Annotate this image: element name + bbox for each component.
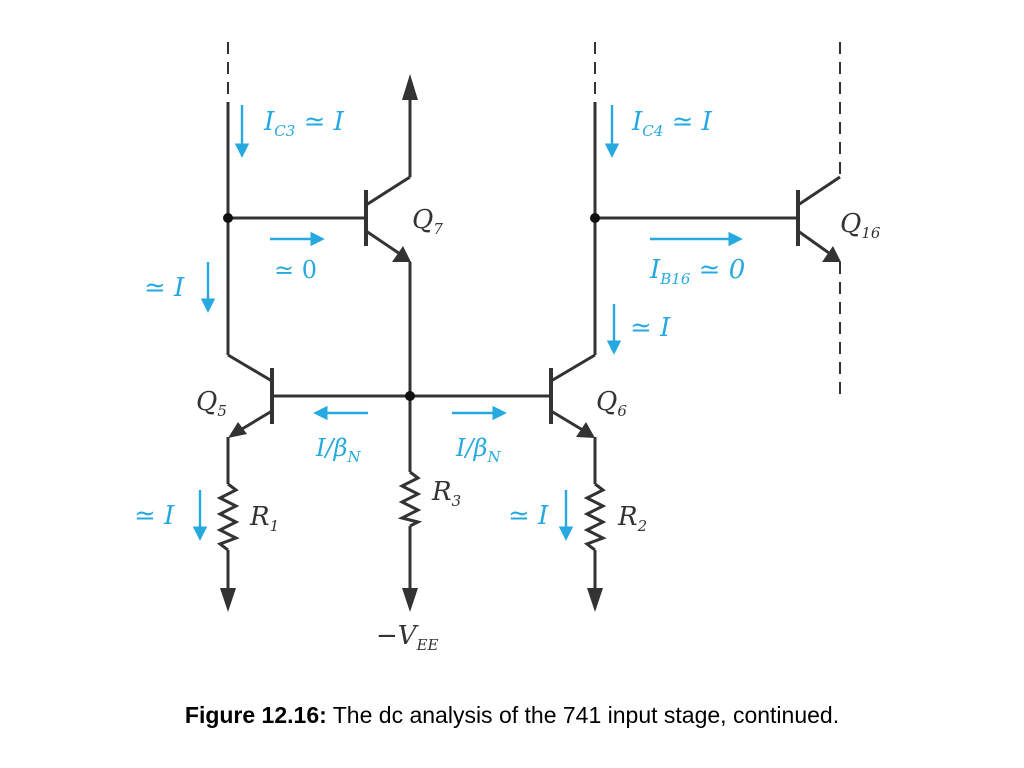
q6-current-label: ≃ I: [630, 313, 671, 343]
resistor-r2: [583, 482, 607, 552]
q6-base-current-label: I/βN: [455, 434, 501, 466]
figure-caption: Figure 12.16: The dc analysis of the 741…: [0, 702, 1024, 729]
negative-supply-label: −VEE: [376, 621, 439, 654]
r1-down-arrow: [220, 588, 236, 612]
circuit-diagram: IC3 ≃ I IC4 ≃ I ≃ 0 IB16 ≃ 0 ≃ I ≃ I I/β…: [134, 42, 881, 654]
r1-label: R1: [249, 502, 279, 535]
q6-label: Q6: [596, 387, 627, 420]
r3-down-arrow: [402, 588, 418, 612]
q7-base-current-label: ≃ 0: [274, 256, 317, 284]
r3-label: R3: [431, 477, 461, 510]
r1-current-label: ≃ I: [134, 501, 175, 531]
node-center: [405, 391, 415, 401]
q5-base-current-label: I/βN: [315, 434, 361, 466]
r2-down-arrow: [587, 588, 603, 612]
left-current-label: ≃ I: [144, 273, 185, 303]
r2-current-label: ≃ I: [508, 501, 549, 531]
ib16-label: IB16 ≃ 0: [649, 255, 745, 288]
r2-label: R2: [617, 502, 647, 535]
caption-text: The dc analysis of the 741 input stage, …: [326, 702, 840, 728]
transistor-q5: [227, 353, 274, 438]
transistor-q6: [549, 353, 596, 438]
transistor-q7: [364, 175, 411, 262]
ic4-label: IC4 ≃ I: [631, 107, 713, 140]
supply-up-arrow: [402, 74, 418, 100]
resistor-r1: [216, 482, 240, 552]
q5-label: Q5: [196, 387, 227, 420]
q7-label: Q7: [412, 205, 443, 238]
ic3-label: IC3 ≃ I: [263, 107, 345, 140]
node-right: [590, 213, 600, 223]
figure-number: Figure 12.16:: [184, 702, 327, 728]
q16-label: Q16: [840, 209, 881, 242]
resistor-r3: [397, 470, 423, 528]
node-left: [223, 213, 233, 223]
transistor-q16: [796, 175, 841, 262]
